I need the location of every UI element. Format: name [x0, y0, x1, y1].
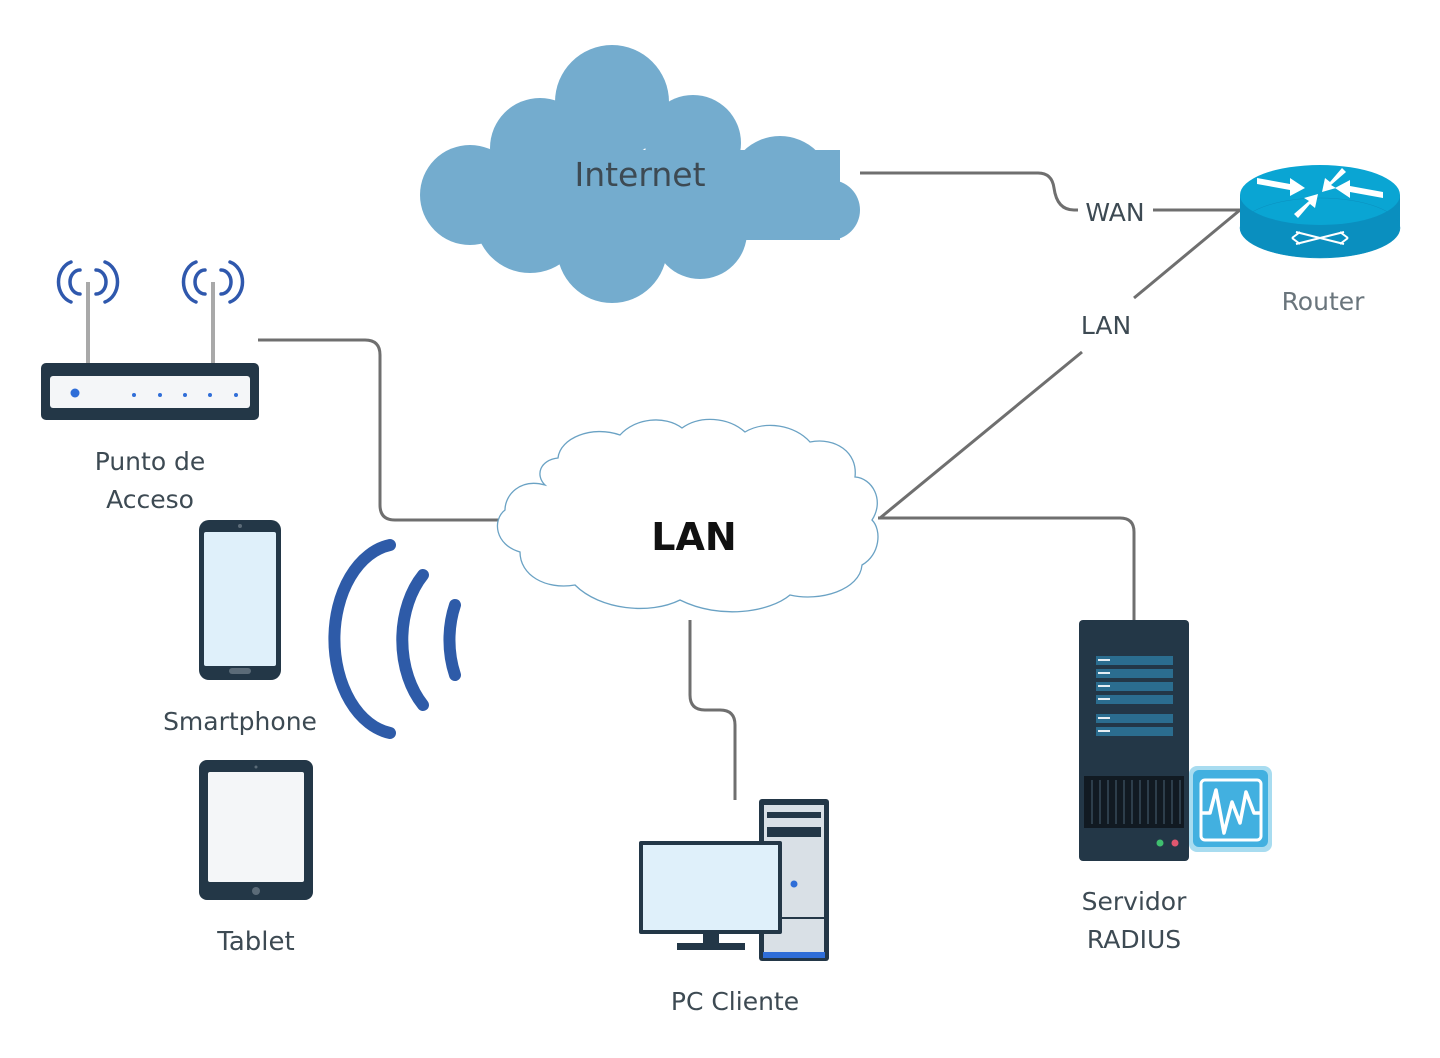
smartphone-icon: [199, 520, 281, 680]
link-lan-pc: [688, 620, 737, 800]
internet-label: Internet: [574, 155, 705, 194]
tablet-label: Tablet: [216, 927, 294, 957]
desktop-pc-icon: [639, 799, 829, 961]
pc-client-label: PC Cliente: [671, 987, 799, 1016]
radius-server-label-line2: RADIUS: [1087, 925, 1181, 954]
server-icon: [1079, 620, 1189, 861]
wan-label: WAN: [1085, 198, 1144, 227]
tablet-icon: [199, 760, 313, 900]
access-point-label-line2: Acceso: [106, 485, 194, 514]
connection-lines: [258, 171, 1241, 800]
access-point-label-line1: Punto de: [95, 447, 206, 476]
radius-server-label-line1: Servidor: [1082, 887, 1187, 916]
access-point-icon: [41, 260, 259, 420]
smartphone-label: Smartphone: [163, 707, 317, 736]
link-internet-wan: [860, 171, 1078, 212]
router-icon: [1239, 165, 1401, 259]
lan-cloud: [496, 418, 879, 613]
radius-monitor-icon: [1189, 766, 1272, 852]
internet-cloud: [420, 45, 860, 303]
wifi-signal-icon: [328, 539, 461, 739]
link-lan-server: [878, 516, 1136, 622]
link-router-lanlabel: [1133, 208, 1241, 300]
lan-link-label: LAN: [1081, 311, 1131, 340]
antenna-wifi-icon: [56, 260, 245, 304]
link-lanlabel-lan: [879, 350, 1083, 520]
link-ap-lan: [258, 338, 500, 522]
router-label: Router: [1282, 287, 1366, 316]
lan-cloud-label: LAN: [651, 515, 736, 559]
